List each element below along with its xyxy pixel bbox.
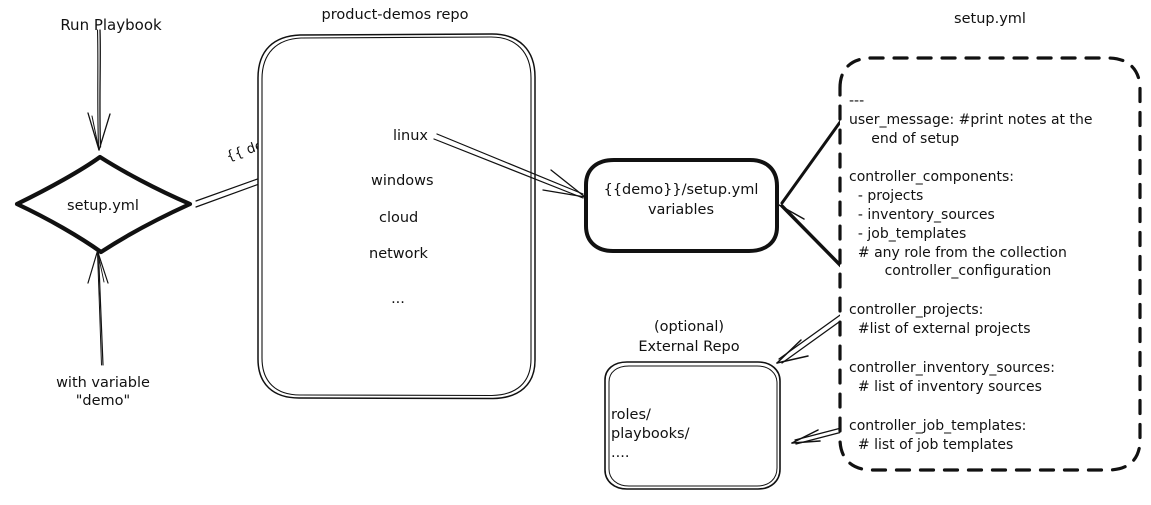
yaml-line-18: # list of job templates xyxy=(849,437,1013,453)
edge-with-variable-to-setup xyxy=(87,250,109,366)
edge-linux-to-vars xyxy=(433,133,586,199)
yaml-line-11: controller_projects: xyxy=(849,302,983,318)
start-diamond-label: setup.yml xyxy=(67,198,139,214)
setup-yml-box-title: setup.yml xyxy=(954,11,1026,27)
external-repo-item-ellipsis: .... xyxy=(611,445,629,461)
yaml-line-6: - inventory_sources xyxy=(849,207,995,223)
edge-jobtemplates-to-external-repo xyxy=(791,426,847,445)
yaml-line-14: controller_inventory_sources: xyxy=(849,360,1055,376)
vars-box-line1: {{demo}}/setup.yml xyxy=(604,182,759,198)
repo-box-items: linux windows cloud network ... xyxy=(369,128,434,307)
yaml-line-0: --- xyxy=(849,93,864,109)
yaml-line-15: # list of inventory sources xyxy=(849,379,1042,395)
yaml-line-5: - projects xyxy=(849,188,923,204)
yaml-line-12: #list of external projects xyxy=(849,321,1031,337)
external-repo-title-line1: (optional) xyxy=(654,319,724,335)
repo-item-linux: linux xyxy=(393,128,428,144)
yaml-line-7: - job_templates xyxy=(849,226,966,242)
node-vars-box xyxy=(584,158,779,253)
external-repo-item-roles: roles/ xyxy=(611,407,651,423)
edge-setupyml-to-vars xyxy=(778,116,845,270)
node-setup-yml-box xyxy=(838,56,1142,472)
external-repo-title-line2: External Repo xyxy=(638,339,739,355)
edge-projects-to-external-repo xyxy=(776,312,847,364)
yaml-line-1: user_message: #print notes at the xyxy=(849,112,1092,128)
node-repo-box xyxy=(257,33,536,400)
repo-item-cloud: cloud xyxy=(379,210,418,226)
yaml-line-8: # any role from the collection xyxy=(849,245,1067,261)
repo-item-windows: windows xyxy=(371,173,434,189)
external-repo-item-playbooks: playbooks/ xyxy=(611,426,690,442)
repo-box-title: product-demos repo xyxy=(322,7,469,23)
external-repo-items: roles/ playbooks/ .... xyxy=(611,407,690,461)
node-external-repo-box xyxy=(604,361,781,490)
yaml-line-4: controller_components: xyxy=(849,169,1014,185)
node-start-diamond xyxy=(14,154,193,255)
yaml-line-9: controller_configuration xyxy=(849,263,1051,279)
yaml-line-2: end of setup xyxy=(849,131,959,147)
yaml-line-17: controller_job_templates: xyxy=(849,418,1026,434)
edge-run-playbook-to-setup xyxy=(87,29,111,151)
with-variable-label-line1: with variable xyxy=(56,375,150,391)
repo-item-network: network xyxy=(369,246,428,262)
setup-yml-box-content: --- user_message: #print notes at the en… xyxy=(849,93,1092,453)
with-variable-label-line2: "demo" xyxy=(76,393,130,409)
repo-item-ellipsis: ... xyxy=(391,291,405,307)
run-playbook-label: Run Playbook xyxy=(60,16,162,34)
vars-box-line2: variables xyxy=(648,202,714,218)
